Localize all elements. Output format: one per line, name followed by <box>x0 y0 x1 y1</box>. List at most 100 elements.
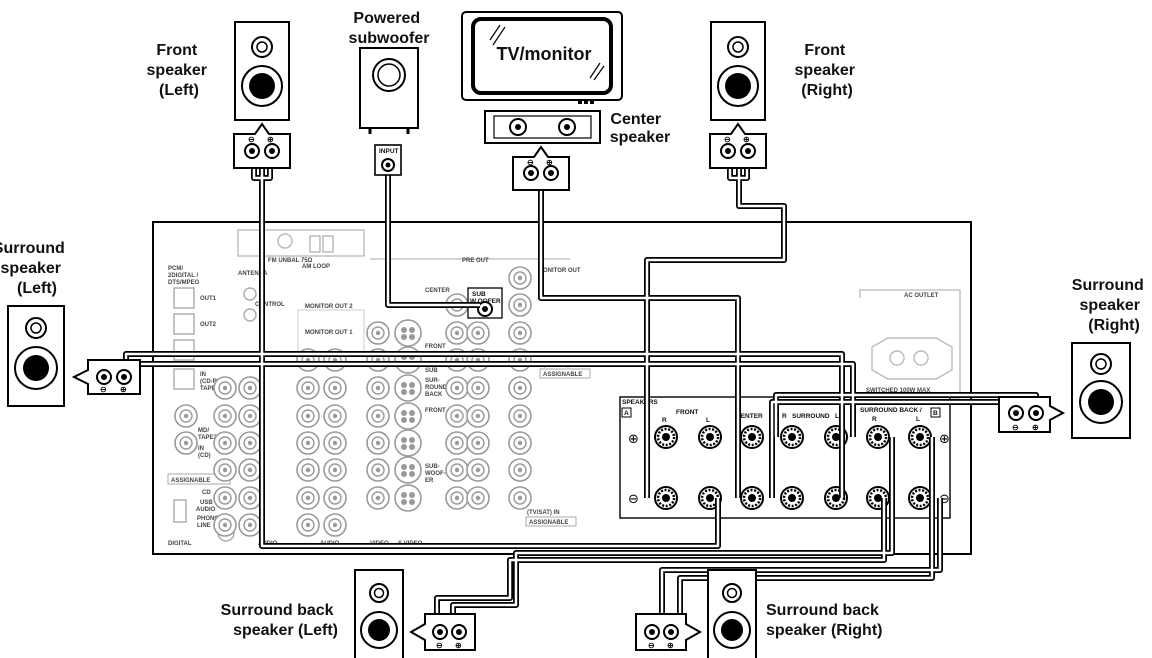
svg-text:L: L <box>916 416 920 423</box>
label-surround-right: Surround speaker (Right) <box>1072 277 1148 334</box>
svg-text:SWITCHED 100W MAX: SWITCHED 100W MAX <box>866 388 930 394</box>
terminal-front-r-minus[interactable] <box>653 485 679 511</box>
svg-text:⊕: ⊕ <box>667 641 674 650</box>
svg-text:SUB-: SUB- <box>425 464 440 470</box>
svg-text:SURROUND BACK /: SURROUND BACK / <box>860 407 922 414</box>
svg-text:⊖: ⊖ <box>648 641 655 650</box>
terminal-surround-back-r-plus[interactable] <box>865 424 891 450</box>
terminal-surround-r-plus[interactable] <box>779 424 805 450</box>
svg-text:USB: USB <box>200 500 213 506</box>
center-speaker: ⊖ ⊕ <box>484 110 601 191</box>
svg-text:⊕: ⊕ <box>743 135 750 144</box>
svg-text:(TV/SAT) IN: (TV/SAT) IN <box>527 510 560 516</box>
svg-text:FRONT: FRONT <box>425 344 446 350</box>
terminal-surround-r-minus[interactable] <box>779 485 805 511</box>
svg-text:TAPE1): TAPE1) <box>200 386 221 392</box>
svg-text:CENTER: CENTER <box>425 288 450 294</box>
svg-text:IN: IN <box>198 446 204 452</box>
svg-text:⊖: ⊖ <box>248 135 255 144</box>
tv-monitor: TV/monitor <box>461 11 623 104</box>
svg-text:A: A <box>624 410 629 417</box>
svg-text:CENTER: CENTER <box>736 413 763 420</box>
antenna-section: FM UNBAL 75Ω ANTENNA AM LOOP <box>237 229 365 277</box>
label-surround-back-left: Surround back speaker (Left) <box>221 602 338 639</box>
svg-text:MONITOR OUT 2: MONITOR OUT 2 <box>305 304 353 310</box>
antenna-label: ANTENNA <box>238 271 268 277</box>
svg-text:L: L <box>706 417 710 424</box>
svg-text:⊖: ⊖ <box>628 492 639 507</box>
svg-text:ASSIGNABLE: ASSIGNABLE <box>171 478 210 484</box>
svg-text:LINE: LINE <box>197 523 211 529</box>
svg-text:OUT1: OUT1 <box>200 296 217 302</box>
svg-text:CD: CD <box>202 490 211 496</box>
front-speaker-right: ⊖ ⊕ <box>709 21 767 169</box>
surround-back-speaker-right: ⊖ ⊕ <box>635 569 757 658</box>
terminal-front-l-plus[interactable] <box>697 424 723 450</box>
svg-text:FRONT: FRONT <box>425 408 446 414</box>
label-surround-back-right: Surround back speaker (Right) <box>766 602 883 639</box>
tv-label: TV/monitor <box>497 44 592 64</box>
terminal-center-plus[interactable] <box>739 424 765 450</box>
svg-text:⊖: ⊖ <box>1012 423 1019 432</box>
speaker-terminals: SPEAKERS A B FRONT R L CENTER R SURROUND… <box>619 396 951 519</box>
svg-text:R: R <box>782 413 787 420</box>
terminal-surround-back-l-plus[interactable] <box>907 424 933 450</box>
svg-text:ASSIGNABLE: ASSIGNABLE <box>529 520 568 526</box>
svg-text:2DIGITAL /: 2DIGITAL / <box>168 273 198 279</box>
svg-text:MONITOR OUT 1: MONITOR OUT 1 <box>305 330 353 336</box>
svg-text:AC OUTLET: AC OUTLET <box>904 293 939 299</box>
svg-text:L: L <box>835 413 839 420</box>
terminal-front-r-plus[interactable] <box>653 424 679 450</box>
svg-text:ER: ER <box>425 478 434 484</box>
svg-text:PCM/: PCM/ <box>168 266 183 272</box>
terminal-center-minus[interactable] <box>739 485 765 511</box>
svg-text:⊕: ⊕ <box>267 135 274 144</box>
svg-text:AUDIO: AUDIO <box>196 507 216 513</box>
digital-inputs: PCM/ 2DIGITAL / DTS/MPEG OUT1 OUT2 IN (C… <box>167 266 340 547</box>
powered-subwoofer: INPUT <box>359 47 419 176</box>
svg-text:BACK: BACK <box>425 392 443 398</box>
svg-text:⊕: ⊕ <box>120 385 127 394</box>
svg-text:CONTROL: CONTROL <box>255 302 285 308</box>
surround-speaker-right: ⊖ ⊕ <box>998 342 1131 439</box>
svg-text:⊖: ⊖ <box>100 385 107 394</box>
svg-text:SUB: SUB <box>472 291 486 298</box>
svg-text:(CD): (CD) <box>198 453 211 459</box>
svg-text:⊖: ⊖ <box>939 492 950 507</box>
svg-text:MD/: MD/ <box>198 428 209 434</box>
svg-text:MONITOR OUT: MONITOR OUT <box>538 268 581 274</box>
surround-speaker-left: ⊖ ⊕ <box>7 305 141 407</box>
label-front-left: Front speaker (Left) <box>147 42 212 99</box>
svg-text:OUT2: OUT2 <box>200 322 217 328</box>
svg-text:⊖: ⊖ <box>436 641 443 650</box>
svg-text:⊕: ⊕ <box>628 432 639 447</box>
svg-text:WOOF-: WOOF- <box>425 471 446 477</box>
fm-label: FM UNBAL 75Ω <box>268 258 313 264</box>
svg-text:PHONO/: PHONO/ <box>197 516 221 522</box>
label-subwoofer: Powered subwoofer <box>349 10 430 47</box>
svg-text:⊕: ⊕ <box>939 432 950 447</box>
svg-text:⊖: ⊖ <box>527 158 534 167</box>
svg-text:FRONT: FRONT <box>676 409 698 416</box>
am-loop-label: AM LOOP <box>302 264 330 270</box>
sub-woofer-out-jack[interactable] <box>477 301 493 317</box>
label-center: Center speaker <box>610 111 671 146</box>
svg-text:TAPE2: TAPE2 <box>198 435 218 441</box>
terminal-surround-back-l-minus[interactable] <box>907 485 933 511</box>
svg-text:PRE OUT: PRE OUT <box>462 258 489 264</box>
svg-text:ASSIGNABLE: ASSIGNABLE <box>543 372 582 378</box>
svg-text:INPUT: INPUT <box>379 148 399 155</box>
svg-text:R: R <box>662 417 667 424</box>
svg-text:B: B <box>933 410 938 417</box>
svg-text:⊕: ⊕ <box>455 641 462 650</box>
svg-text:SPEAKERS: SPEAKERS <box>622 399 658 406</box>
svg-text:DTS/MPEG: DTS/MPEG <box>168 280 200 286</box>
svg-text:SUR-: SUR- <box>425 378 440 384</box>
svg-text:IN: IN <box>200 372 206 378</box>
front-speaker-left: ⊖ ⊕ <box>233 21 291 169</box>
label-surround-left: Surround speaker (Left) <box>0 240 69 297</box>
svg-text:⊕: ⊕ <box>1032 423 1039 432</box>
svg-text:ROUND: ROUND <box>425 385 448 391</box>
